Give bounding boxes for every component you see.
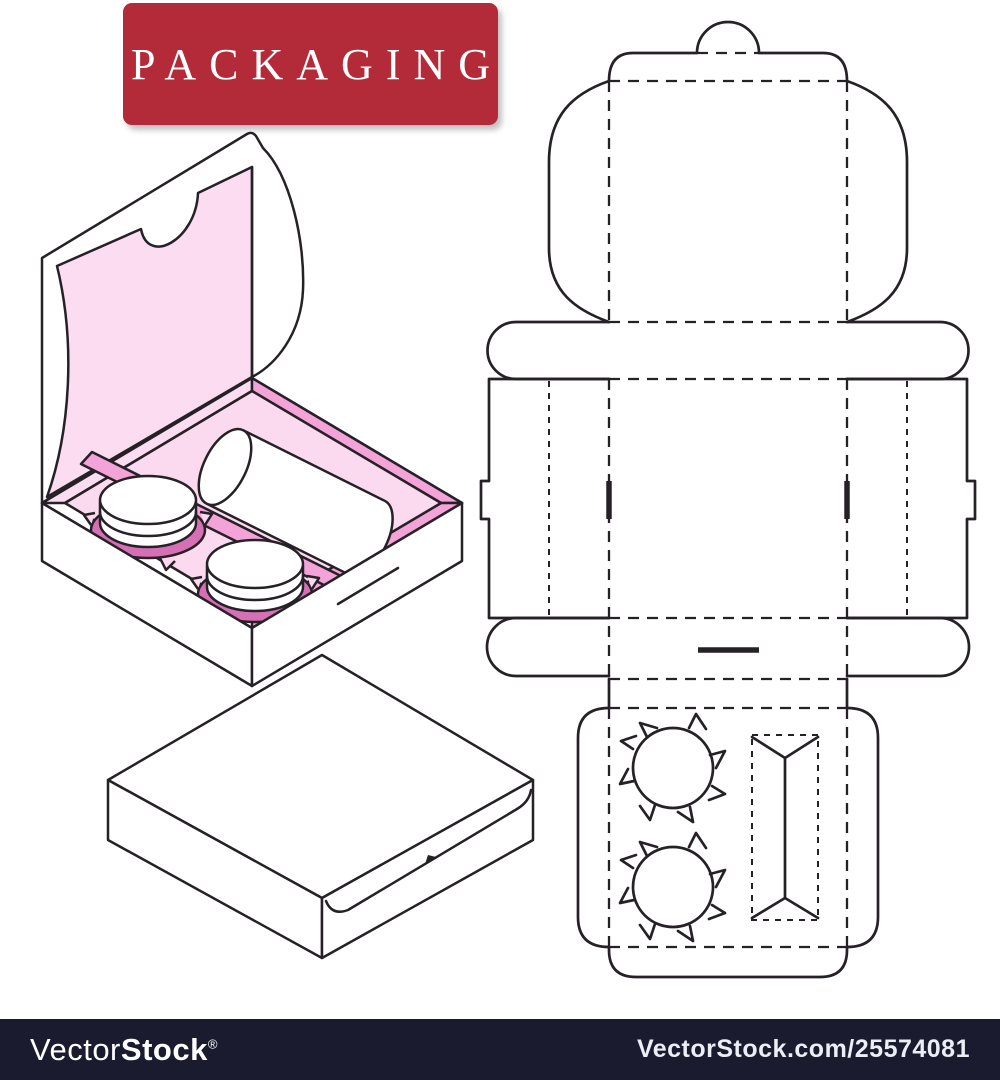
dieline-template (479, 20, 977, 979)
packaging-artwork (40, 20, 977, 979)
page-title: PACKAGING (130, 39, 504, 89)
jar-hole-cut-1 (618, 712, 727, 824)
watermark-bar: VectorStock® VectorStock.com/25574081 (0, 1019, 1000, 1080)
title-banner: PACKAGING (123, 3, 498, 125)
jar-2 (205, 538, 305, 613)
jar-1 (98, 474, 198, 549)
closed-box-illustration (106, 653, 535, 960)
tube-slot-cut (750, 734, 820, 921)
registered-mark: ® (207, 1036, 218, 1052)
vectorstock-logo: VectorStock® (30, 1032, 218, 1068)
image-url: VectorStock.com/25574081 (636, 1035, 970, 1063)
logo-text-bold: Stock (120, 1031, 208, 1067)
tuck-notch (425, 855, 436, 864)
open-box-illustration (40, 131, 464, 688)
jar-hole-cut-2 (618, 831, 727, 943)
logo-text-light: Vector (30, 1031, 121, 1067)
